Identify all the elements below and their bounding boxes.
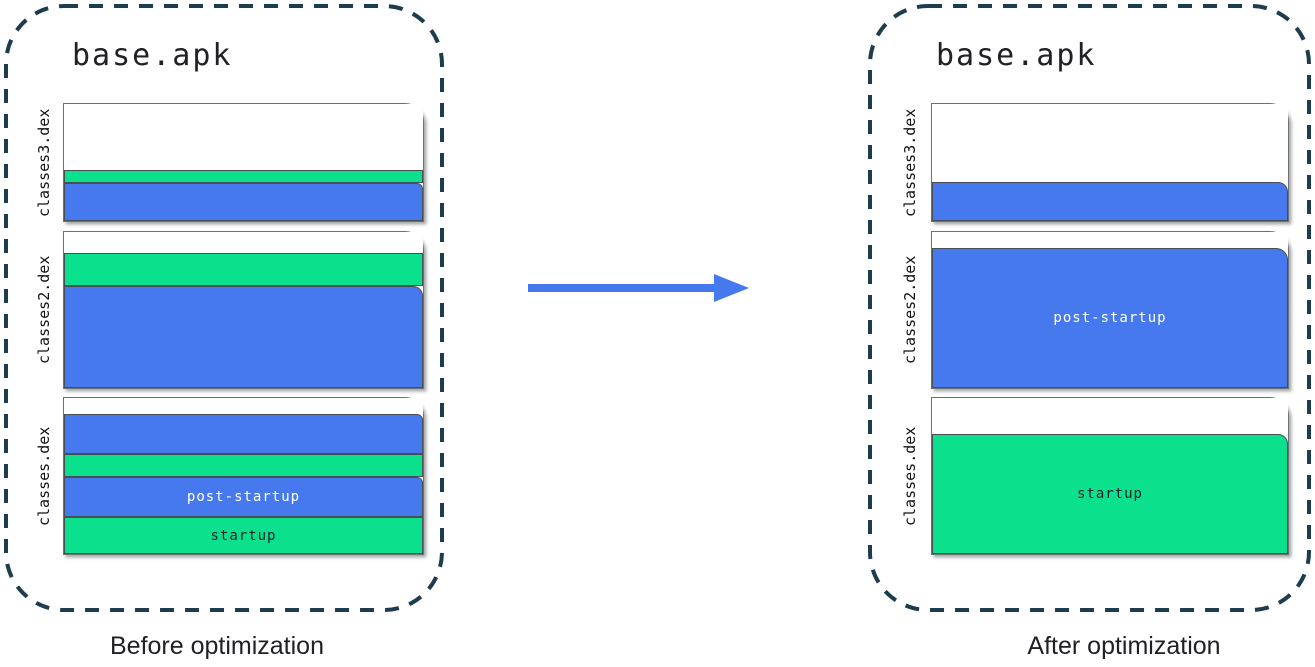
dex-page-classes2 — [63, 231, 424, 389]
file-label-classes-dex: classes.dex — [901, 426, 919, 526]
before-apk-container: base.apk classes3.dex classes2.dex class… — [4, 4, 444, 612]
file-label-classes2-dex: classes2.dex — [901, 255, 919, 365]
file-label-classes3-dex: classes3.dex — [35, 108, 53, 217]
dex-page-classes: post-startup startup — [63, 397, 424, 555]
file-label-classes-dex: classes.dex — [35, 426, 53, 526]
segment-post-startup-band — [932, 182, 1288, 221]
apk-title: base.apk — [936, 38, 1097, 73]
segment-post-startup: post-startup — [932, 248, 1288, 388]
dex-page-classes: startup — [931, 397, 1289, 555]
before-caption: Before optimization — [109, 632, 324, 660]
dex-page-classes3 — [63, 103, 424, 222]
dashed-border — [868, 4, 1311, 612]
dashed-border — [4, 4, 444, 612]
dex-page-classes3 — [931, 103, 1289, 222]
segment-startup-band — [64, 454, 423, 477]
after-caption: After optimization — [1027, 632, 1221, 660]
segment-post-startup: post-startup — [64, 477, 423, 517]
segment-post-startup-band — [64, 183, 423, 221]
after-apk-container: base.apk classes3.dex classes2.dex post-… — [868, 4, 1311, 612]
transform-arrow-icon — [528, 274, 749, 302]
dex-page-classes2: post-startup — [931, 231, 1289, 389]
segment-unused — [932, 104, 1288, 182]
segment-post-startup-band — [64, 286, 423, 388]
segment-unused — [64, 398, 423, 414]
file-label-classes2-dex: classes2.dex — [35, 255, 53, 365]
apk-title: base.apk — [72, 38, 233, 73]
file-label-classes3-dex: classes3.dex — [901, 108, 919, 217]
segment-startup: startup — [932, 434, 1288, 554]
segment-startup-band — [64, 253, 423, 286]
segment-startup: startup — [64, 517, 423, 554]
segment-unused — [64, 232, 423, 253]
segment-unused — [932, 398, 1288, 434]
segment-unused — [64, 104, 423, 170]
segment-startup-band — [64, 170, 423, 183]
segment-post-startup-band — [64, 414, 423, 454]
segment-unused — [932, 232, 1288, 248]
